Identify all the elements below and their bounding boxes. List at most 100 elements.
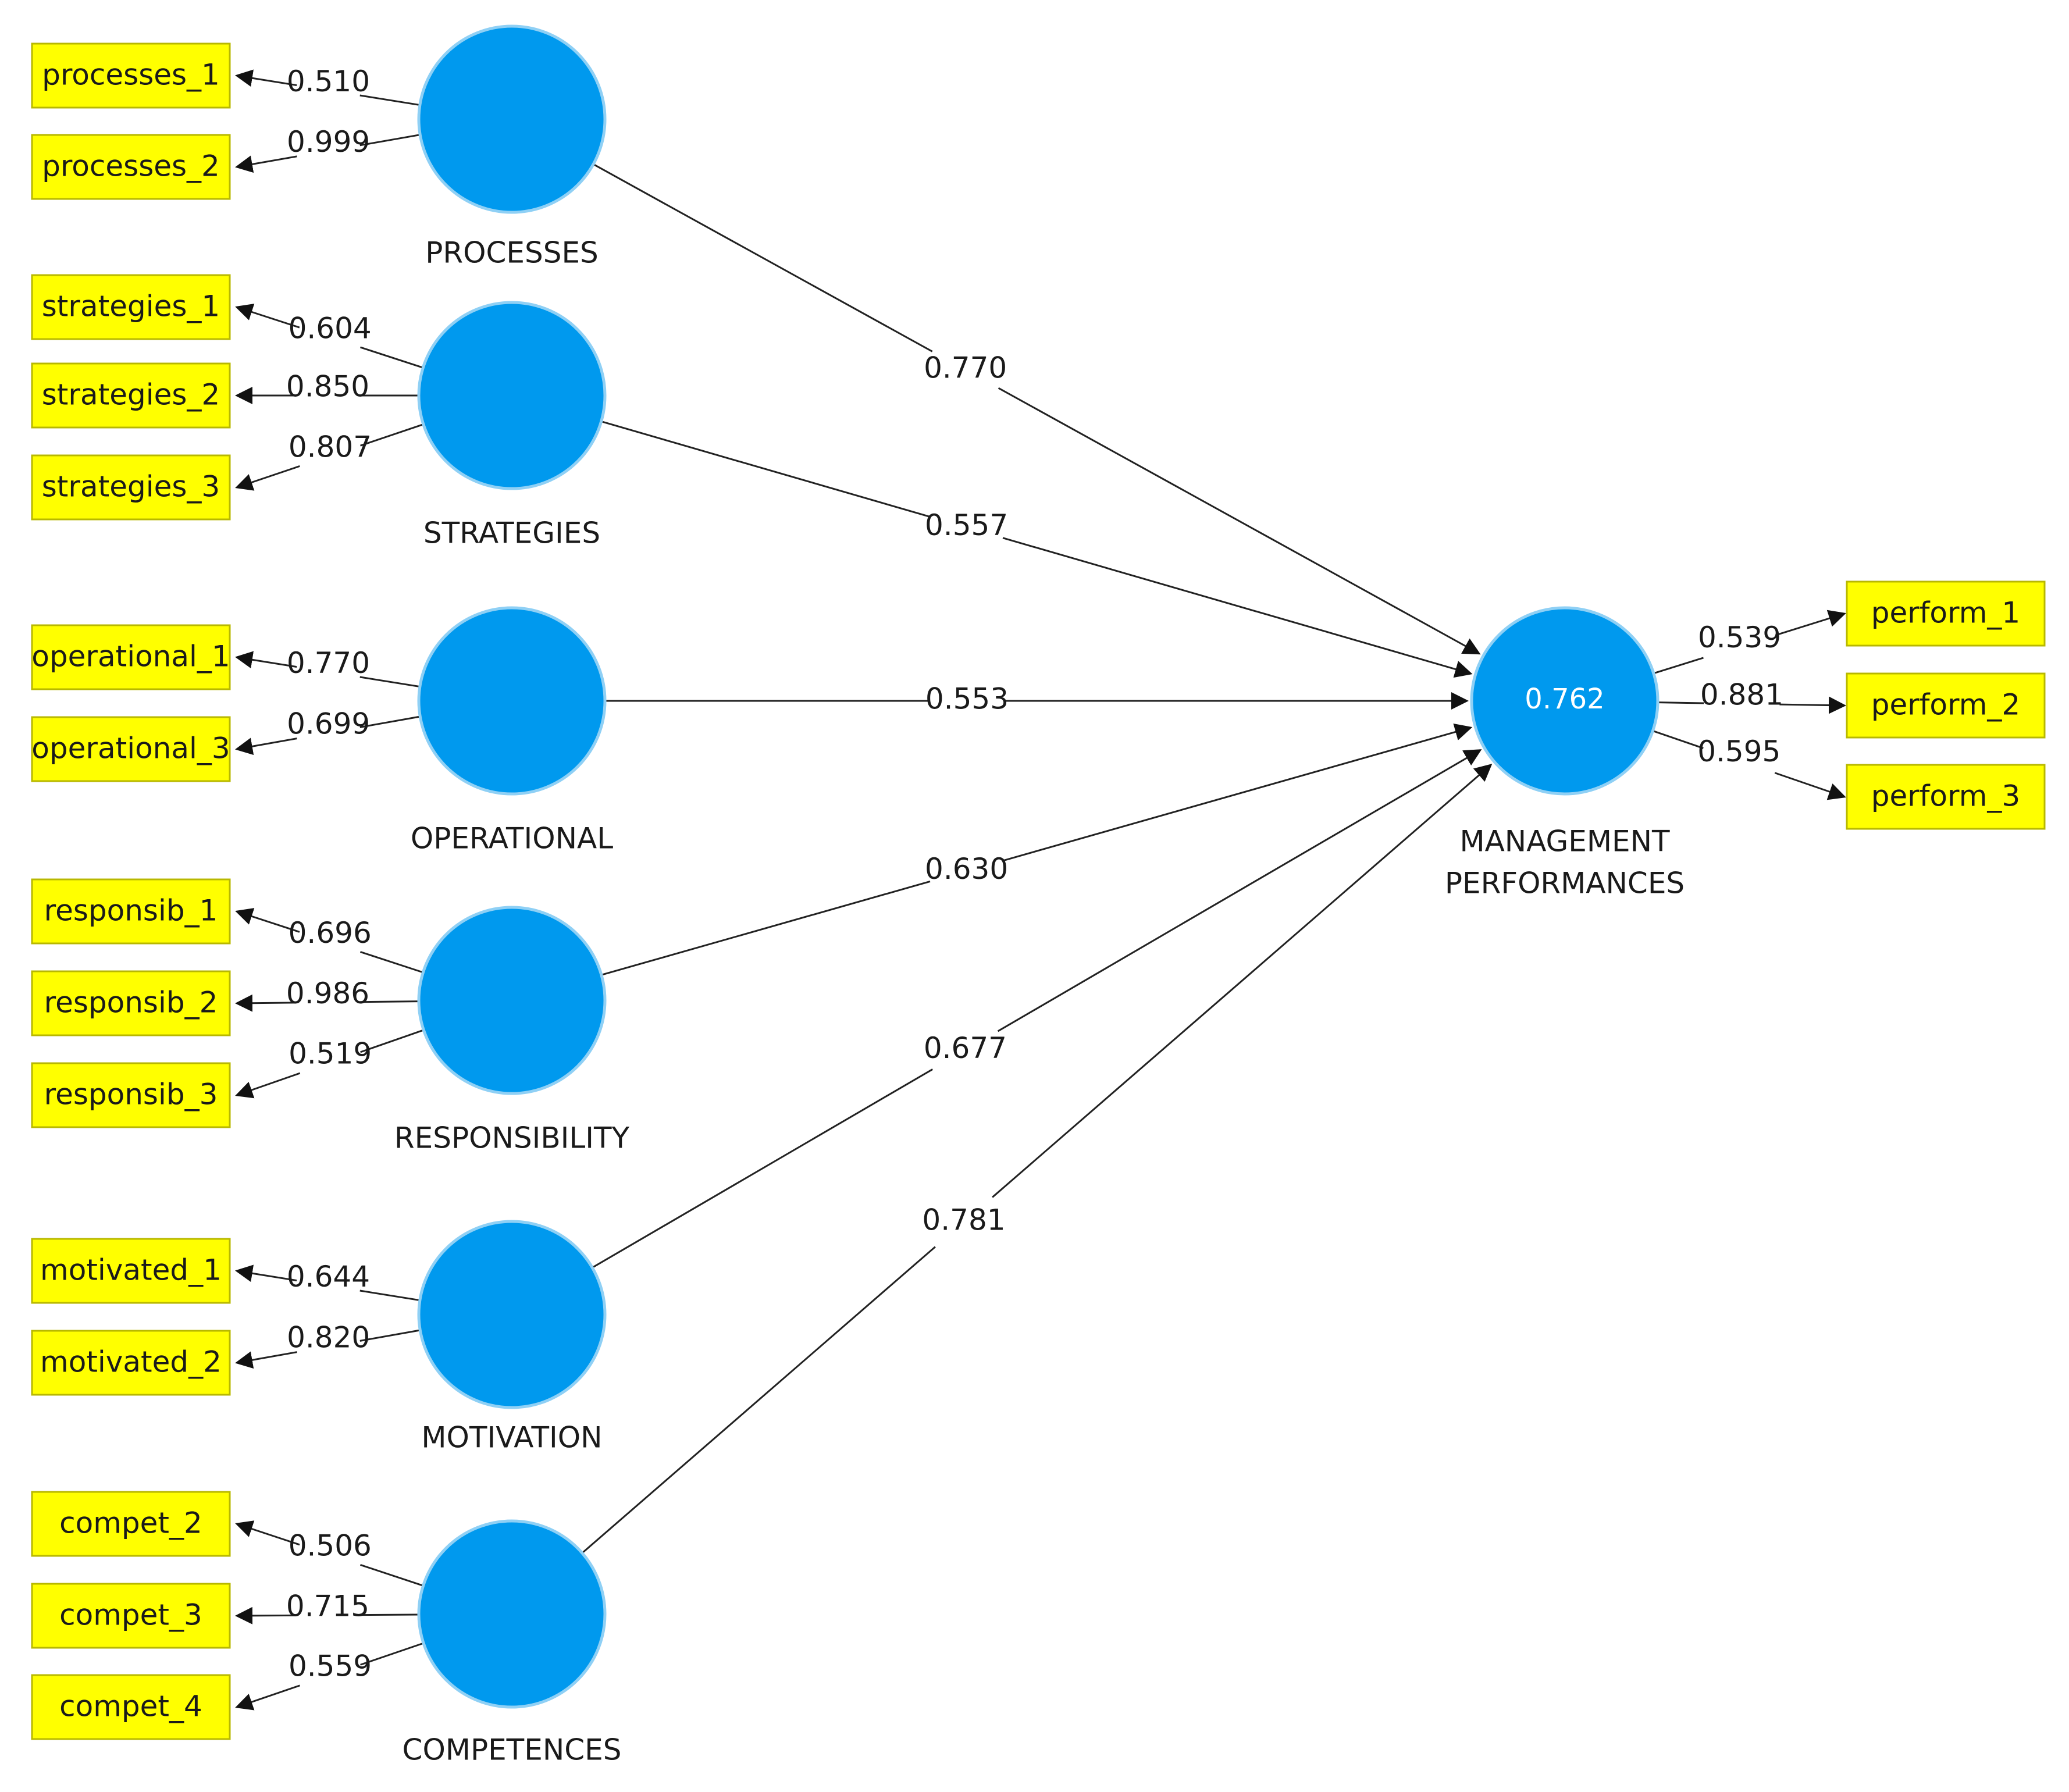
construct-label-motivation: MOTIVATION [421, 1421, 602, 1455]
indicator-processes-1: processes_1 [31, 42, 231, 109]
loading-competences-2-arrow [235, 1606, 296, 1624]
loading-strategies-1-value: 0.604 [289, 312, 372, 345]
construct-circle [417, 301, 607, 490]
indicator-label: strategies_1 [42, 290, 220, 323]
loading-operational-1-arrow [235, 651, 297, 669]
construct-circle [417, 1220, 607, 1409]
indicator-label: motivated_2 [40, 1345, 222, 1379]
loading-responsibility-3-segment [360, 1029, 424, 1053]
indicator-label: perform_2 [1871, 688, 2020, 722]
loading-strategies-1-arrow [235, 304, 300, 329]
construct-strategies [417, 301, 607, 490]
indicator-label: processes_1 [42, 58, 220, 92]
construct-processes [417, 24, 607, 214]
loading-strategies-3-arrow [235, 465, 300, 491]
loading-motivation-1-value: 0.644 [287, 1260, 370, 1294]
indicator-box [31, 716, 231, 782]
indicator-strategies-2: strategies_2 [31, 362, 231, 429]
loading-responsibility-3-arrow [235, 1072, 301, 1099]
loading-operational-2-arrow [235, 738, 297, 756]
loading-competences-1-segment [360, 1564, 424, 1587]
construct-label-strategies: STRATEGIES [423, 516, 600, 550]
indicator-box [31, 1330, 231, 1396]
loading-strategies-3-segment [360, 423, 424, 447]
loading-perform-3-arrow [1774, 772, 1846, 800]
loading-perform-3-value: 0.595 [1697, 735, 1780, 768]
indicator-motivated-2: motivated_2 [31, 1330, 231, 1396]
loading-perform-1-value: 0.539 [1698, 621, 1781, 654]
indicator-perform-1: perform_1 [1846, 580, 2046, 647]
loading-motivation-2-arrow [235, 1351, 297, 1369]
path-competences-value: 0.781 [922, 1203, 1005, 1237]
indicator-label: processes_2 [42, 149, 220, 183]
construct-label-responsibility: RESPONSIBILITY [394, 1121, 630, 1155]
indicator-box [1846, 580, 2046, 647]
indicator-label: compet_3 [59, 1598, 202, 1632]
loading-perform-2-value: 0.881 [1700, 678, 1783, 712]
indicator-box [31, 42, 231, 109]
loading-strategies-1-segment [360, 346, 423, 369]
loading-responsibility-2-value: 0.986 [286, 977, 369, 1010]
path-processes-segment [593, 163, 933, 352]
loading-perform-3-segment [1652, 730, 1704, 749]
indicator-label: responsib_3 [44, 1078, 218, 1111]
construct-management-performances: 0.762 [1470, 606, 1660, 796]
loading-processes-2-segment [359, 134, 421, 147]
loading-perform-2-arrow [1779, 696, 1846, 714]
indicator-perform-2: perform_2 [1846, 672, 2046, 739]
construct-circle [417, 1519, 607, 1709]
loading-responsibility-1-value: 0.696 [289, 916, 372, 950]
indicator-label: strategies_3 [42, 470, 220, 504]
indicator-responsib-1: responsib_1 [31, 878, 231, 945]
indicator-box [31, 624, 231, 690]
indicator-box [31, 362, 231, 429]
loading-processes-1-arrow [235, 69, 297, 87]
path-competences-segment [581, 1246, 936, 1554]
indicator-label: operational_1 [31, 640, 230, 674]
indicator-motivated-1: motivated_1 [31, 1238, 231, 1304]
loading-competences-1-value: 0.506 [289, 1529, 372, 1563]
loading-strategies-2-value: 0.850 [286, 370, 369, 404]
loading-motivation-1-segment [359, 1289, 421, 1302]
indicator-box [31, 1583, 231, 1649]
labels-layer: 0.5100.9990.770PROCESSES0.6040.8500.8070… [286, 65, 1783, 1767]
indicator-compet-4: compet_4 [31, 1674, 231, 1740]
path-motivation-segment [592, 1068, 934, 1269]
indicator-operational-1: operational_1 [31, 624, 231, 690]
loading-operational-2-value: 0.699 [287, 707, 370, 740]
construct-circle [417, 906, 607, 1095]
indicator-responsib-3: responsib_3 [31, 1062, 231, 1128]
indicator-box [31, 1674, 231, 1740]
path-strategies-segment [601, 421, 931, 518]
target-label-line2: PERFORMANCES [1445, 867, 1685, 900]
indicator-box [31, 1238, 231, 1304]
indicator-processes-2: processes_2 [31, 134, 231, 200]
indicator-label: responsib_1 [44, 894, 218, 928]
indicator-label: perform_3 [1871, 779, 2020, 813]
indicator-label: operational_3 [31, 732, 230, 765]
loading-motivation-1-arrow [235, 1264, 297, 1282]
path-processes-arrow [998, 387, 1481, 655]
construct-operational [417, 606, 607, 796]
target-label-line1: MANAGEMENT [1459, 825, 1670, 858]
loading-competences-3-segment [360, 1642, 424, 1666]
loading-processes-1-value: 0.510 [287, 65, 370, 98]
loading-processes-2-value: 0.999 [287, 125, 370, 159]
indicator-box [1846, 764, 2046, 830]
construct-motivation [417, 1220, 607, 1409]
construct-label-competences: COMPETENCES [403, 1733, 622, 1767]
loading-operational-1-segment [359, 676, 421, 688]
nodes-layer: processes_1 processes_2 strategies_1strate… [31, 24, 2046, 1740]
loading-operational-2-segment [359, 715, 421, 728]
indicator-label: strategies_2 [42, 378, 220, 412]
indicator-operational-3: operational_3 [31, 716, 231, 782]
path-motivation-arrow [997, 749, 1482, 1032]
loading-perform-1-arrow [1775, 610, 1846, 636]
indicator-label: perform_1 [1871, 596, 2020, 630]
path-strategies-arrow [1002, 537, 1473, 678]
loading-strategies-3-value: 0.807 [289, 430, 372, 464]
indicator-box [31, 1062, 231, 1128]
construct-circle [1470, 606, 1660, 796]
loading-competences-3-value: 0.559 [289, 1650, 372, 1683]
